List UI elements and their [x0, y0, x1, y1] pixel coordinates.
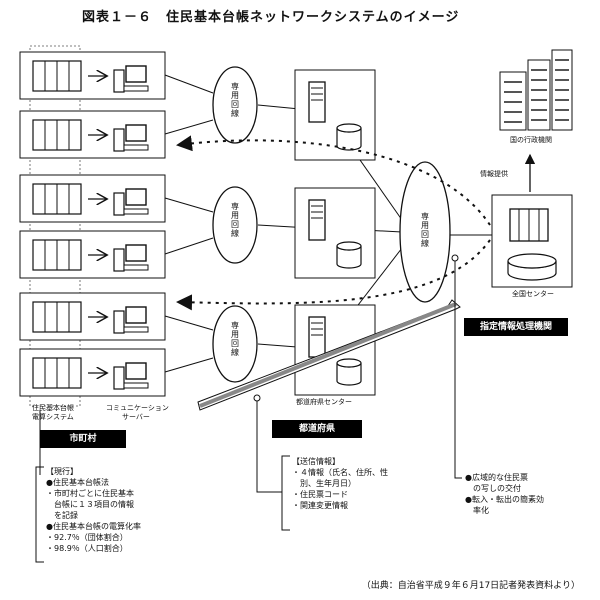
notes-line: 【現行】 — [46, 467, 78, 476]
connector-dot — [253, 394, 261, 402]
dedicated-line-label-center: 専用回線 — [421, 212, 429, 248]
server-tower-icon — [308, 81, 326, 123]
municipality-group-outline — [29, 45, 81, 407]
resident-system-label-2: 電算システム — [32, 413, 74, 421]
monitor-icon — [125, 124, 147, 142]
national-agencies-label: 国の行政機関 — [510, 136, 552, 144]
notes-brackets — [35, 455, 290, 563]
monitor-icon — [125, 65, 147, 83]
return-flow-arrow — [176, 135, 491, 226]
municipality-badge: 市町村 — [40, 430, 126, 448]
monitor-icon — [125, 244, 147, 262]
dedicated-line-label: 専用回線 — [231, 82, 239, 118]
server-tower-icon — [113, 310, 125, 334]
notes-line: ・４情報（氏名、住所、性 — [292, 468, 388, 477]
municipality-row — [19, 292, 166, 341]
dedicated-line-ellipse-center — [399, 161, 451, 303]
notes-services: ●広域的な住民票 の写しの交付 ●転入・転出の簡素効 率化 — [465, 472, 544, 516]
monitor-icon — [125, 362, 147, 380]
resident-system-label-1: 住民基本台帳 — [32, 404, 74, 412]
municipality-row — [19, 174, 166, 223]
monitor-icon — [125, 306, 147, 324]
notes-current: 【現行】 ●住民基本台帳法 ・市町村ごとに住民基本 台帳に１３項目の情報 を記録… — [46, 466, 141, 554]
dedicated-line-label: 専用回線 — [231, 202, 239, 238]
dedicated-line-ellipse — [212, 186, 258, 264]
notes-line: 率化 — [465, 506, 489, 515]
notes-line: ●住民基本台帳法 — [46, 478, 109, 487]
national-center — [491, 194, 573, 288]
server-tower-icon — [113, 192, 125, 216]
server-tower-icon — [113, 366, 125, 390]
notes-line: ・住民票コード — [292, 490, 348, 499]
diagram-title: 図表１－６ 住民基本台帳ネットワークシステムのイメージ — [82, 10, 460, 25]
source-citation: （出典：自治省平成９年６月17日記者発表資料より） — [361, 581, 580, 591]
municipality-row — [19, 110, 166, 159]
notes-line: 【送信情報】 — [292, 457, 340, 466]
national-center-label: 全国センター — [512, 290, 554, 298]
prefecture-server — [294, 187, 376, 279]
dedicated-line-ellipse — [212, 305, 258, 383]
dedicated-line-ellipse — [212, 66, 258, 144]
notes-line: ●転入・転出の簡素効 — [465, 495, 544, 504]
notes-sent-info: 【送信情報】 ・４情報（氏名、住所、性 別、生年月日） ・住民票コード ・関連変… — [292, 456, 388, 511]
municipality-row — [19, 51, 166, 100]
server-tower-icon — [113, 128, 125, 152]
server-tower-icon — [113, 69, 125, 93]
dedicated-line-label: 専用回線 — [231, 321, 239, 357]
designated-agency-badge: 指定情報処理機関 — [464, 318, 568, 336]
government-building-icon — [499, 49, 573, 131]
prefecture-badge: 都道府県 — [272, 420, 362, 438]
monitor-icon — [125, 188, 147, 206]
notes-line: ・市町村ごとに住民基本 — [46, 489, 134, 498]
server-tower-icon — [113, 248, 125, 272]
return-flow-arrow — [176, 239, 491, 311]
municipality-row — [19, 230, 166, 279]
server-tower-icon — [308, 199, 326, 241]
info-provision-label: 情報提供 — [480, 170, 508, 178]
notes-line: ・98.9％（人口割合） — [46, 544, 128, 553]
notes-line: 別、生年月日） — [292, 479, 356, 488]
notes-line: ・関連変更情報 — [292, 501, 348, 510]
notes-line: ●広域的な住民票 — [465, 473, 528, 482]
notes-line: を記録 — [46, 511, 78, 520]
connector-dot — [451, 254, 459, 262]
pref-center-label: 都道府県センター — [296, 398, 352, 406]
notes-line: ・92.7％（団体割合） — [46, 533, 128, 542]
notes-line: 台帳に１３項目の情報 — [46, 500, 134, 509]
notes-line: の写しの交付 — [465, 484, 521, 493]
notes-line: ●住民基本台帳の電算化率 — [46, 522, 141, 531]
municipality-row — [19, 348, 166, 397]
connection-lines — [164, 74, 492, 373]
prefecture-server — [294, 69, 376, 161]
comm-server-label-1: コミュニケーション — [106, 404, 169, 412]
comm-server-label-2: サーバー — [122, 413, 150, 421]
